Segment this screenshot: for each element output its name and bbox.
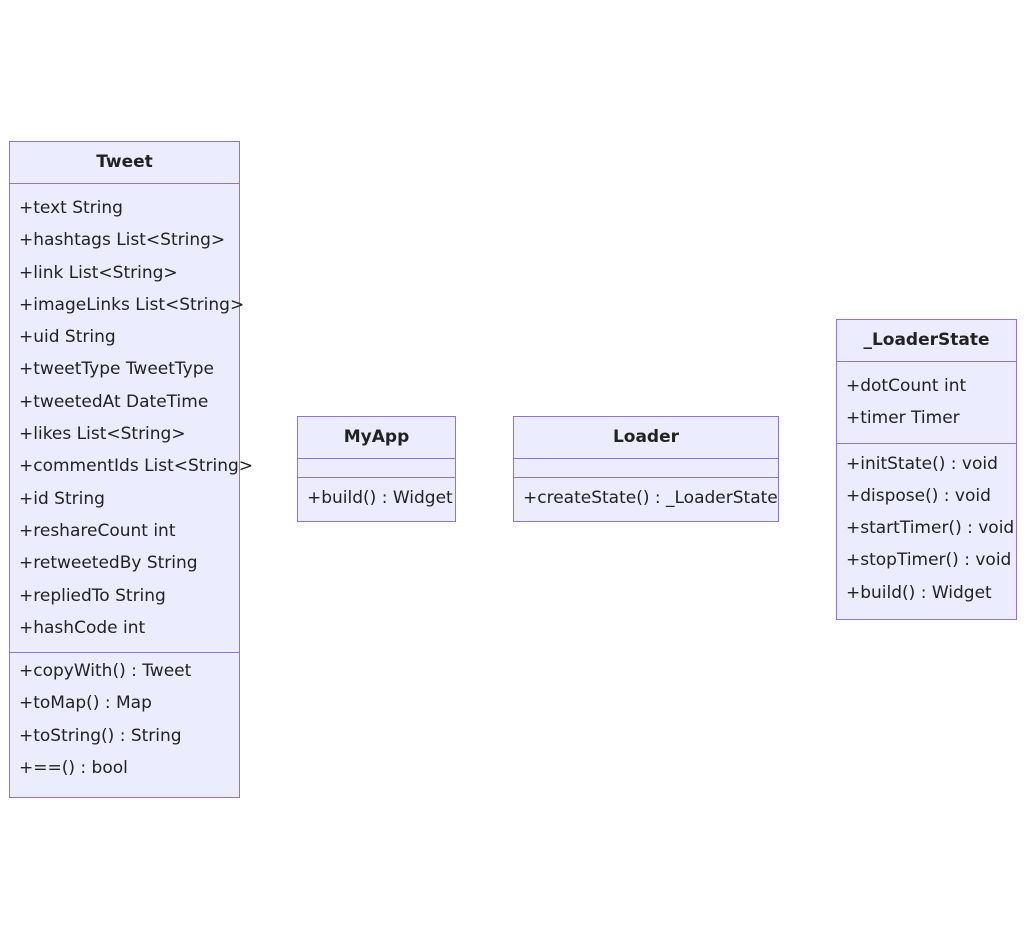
attributes-section <box>514 459 778 477</box>
attribute-row: +reshareCount int <box>19 520 176 541</box>
methods-section: +build() : Widget <box>298 477 455 514</box>
attribute-row: +dotCount int <box>846 376 967 396</box>
attributes-section: +dotCount int +timer Timer <box>837 362 1016 443</box>
class-name: _LoaderState <box>837 320 1016 362</box>
method-row: +startTimer() : void <box>846 518 1015 539</box>
attribute-row: +tweetType TweetType <box>19 359 214 380</box>
class-tweet: Tweet +text String +hashtags List<String… <box>9 141 254 798</box>
method-row: +==() : bool <box>19 758 128 779</box>
methods-section: +initState() : void +dispose() : void +s… <box>837 442 1016 609</box>
class-name: Loader <box>514 417 778 459</box>
attribute-row: +id String <box>19 488 105 509</box>
attributes-section: +text String +hashtags List<String> +lin… <box>10 184 254 652</box>
attribute-row: +imageLinks List<String> <box>19 294 245 315</box>
attribute-row: +uid String <box>19 327 116 348</box>
method-row: +copyWith() : Tweet <box>19 661 192 682</box>
attribute-row: +hashCode int <box>19 617 146 638</box>
attribute-row: +likes List<String> <box>19 424 186 445</box>
method-row: +stopTimer() : void <box>846 550 1012 571</box>
method-row: +initState() : void <box>846 453 998 474</box>
attribute-row: +tweetedAt DateTime <box>19 391 209 412</box>
attribute-row: +retweetedBy String <box>19 553 198 574</box>
method-row: +toMap() : Map <box>19 693 152 714</box>
method-row: +build() : Widget <box>846 582 992 603</box>
method-row: +toString() : String <box>19 725 182 746</box>
attribute-row: +link List<String> <box>19 262 178 283</box>
class-name: Tweet <box>10 142 239 184</box>
attribute-row: +text String <box>19 198 123 218</box>
attributes-section <box>298 459 455 477</box>
methods-section: +copyWith() : Tweet +toMap() : Map +toSt… <box>10 652 239 784</box>
attribute-row: +commentIds List<String> <box>19 456 254 477</box>
class-name: MyApp <box>298 417 455 459</box>
method-row: +dispose() : void <box>846 485 991 506</box>
class-myapp: MyApp +build() : Widget <box>297 416 456 522</box>
method-row: +build() : Widget <box>307 488 453 508</box>
class-loaderstate: _LoaderState +dotCount int +timer Timer … <box>836 319 1017 620</box>
attribute-row: +hashtags List<String> <box>19 230 226 251</box>
attribute-row: +repliedTo String <box>19 585 166 606</box>
attribute-row: +timer Timer <box>846 408 960 429</box>
method-row: +createState() : _LoaderState <box>523 488 778 508</box>
class-loader: Loader +createState() : _LoaderState <box>513 416 779 522</box>
methods-section: +createState() : _LoaderState <box>514 477 778 514</box>
